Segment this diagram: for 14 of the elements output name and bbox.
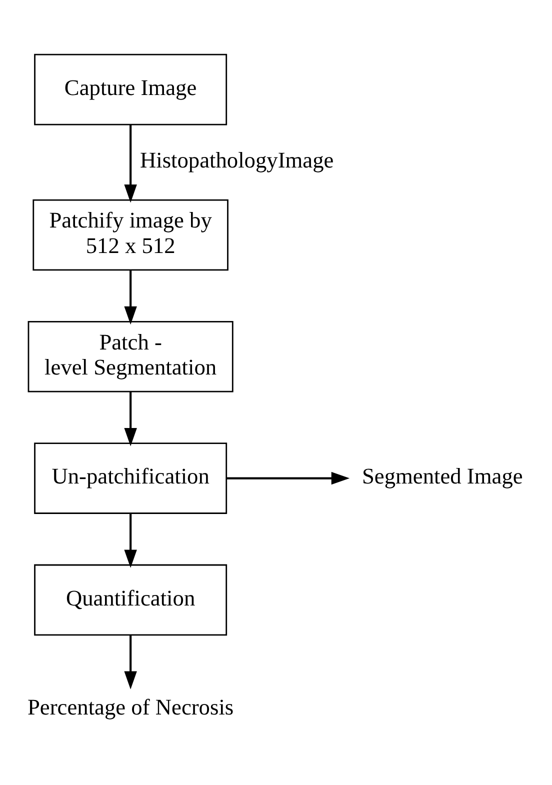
- node-box: Capture Image: [34, 53, 228, 125]
- edge-label: HistopathologyImage: [140, 147, 334, 172]
- node-box: Quantification: [34, 564, 228, 636]
- arrow: [124, 124, 137, 202]
- arrow: [124, 512, 137, 568]
- node-box: Un-patchification: [34, 442, 228, 514]
- arrow: [124, 391, 137, 446]
- node-text: Segmented Image: [362, 463, 523, 488]
- node-box: Patchify image by 512 x 512: [32, 198, 228, 270]
- arrow: [226, 471, 350, 484]
- node-text: Percentage of Necrosis: [28, 694, 234, 719]
- arrow: [124, 634, 137, 689]
- node-box: Patch - level Segmentation: [28, 320, 234, 392]
- arrow: [124, 270, 137, 324]
